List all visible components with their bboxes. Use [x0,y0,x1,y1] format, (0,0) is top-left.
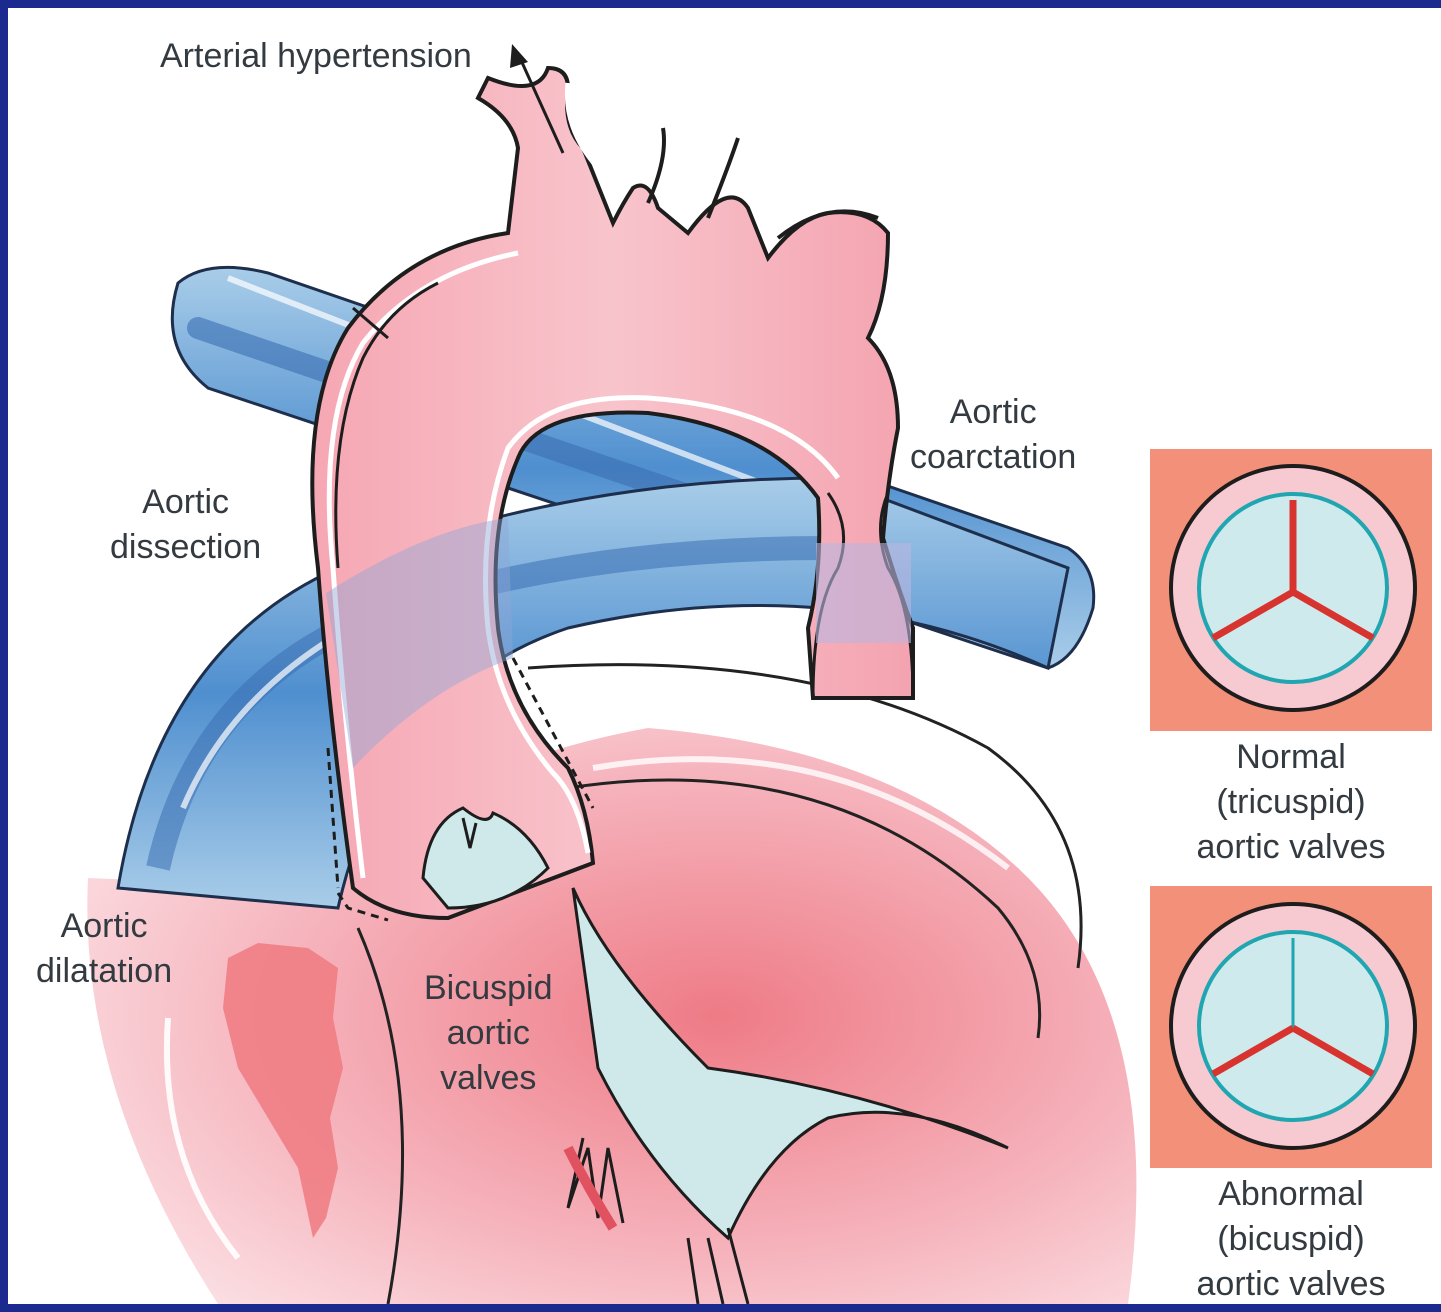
label-aortic-dilatation: Aortic dilatation [36,904,172,994]
diagram-canvas: Arterial hypertension Aortic coarctation… [8,8,1441,1304]
label-bicuspid-aortic-valves: Bicuspid aortic valves [424,966,553,1101]
caption-normal-valve: Normal (tricuspid) aortic valves [1150,735,1432,870]
label-aortic-dissection: Aortic dissection [110,480,261,570]
label-arterial-hypertension: Arterial hypertension [160,34,472,79]
label-aortic-coarctation: Aortic coarctation [910,390,1076,480]
heart-aorta-illustration [8,8,1441,1304]
bicuspid-valve-inset [1150,886,1432,1168]
caption-abnormal-valve: Abnormal (bicuspid) aortic valves [1150,1172,1432,1304]
tricuspid-valve-inset [1150,449,1432,731]
